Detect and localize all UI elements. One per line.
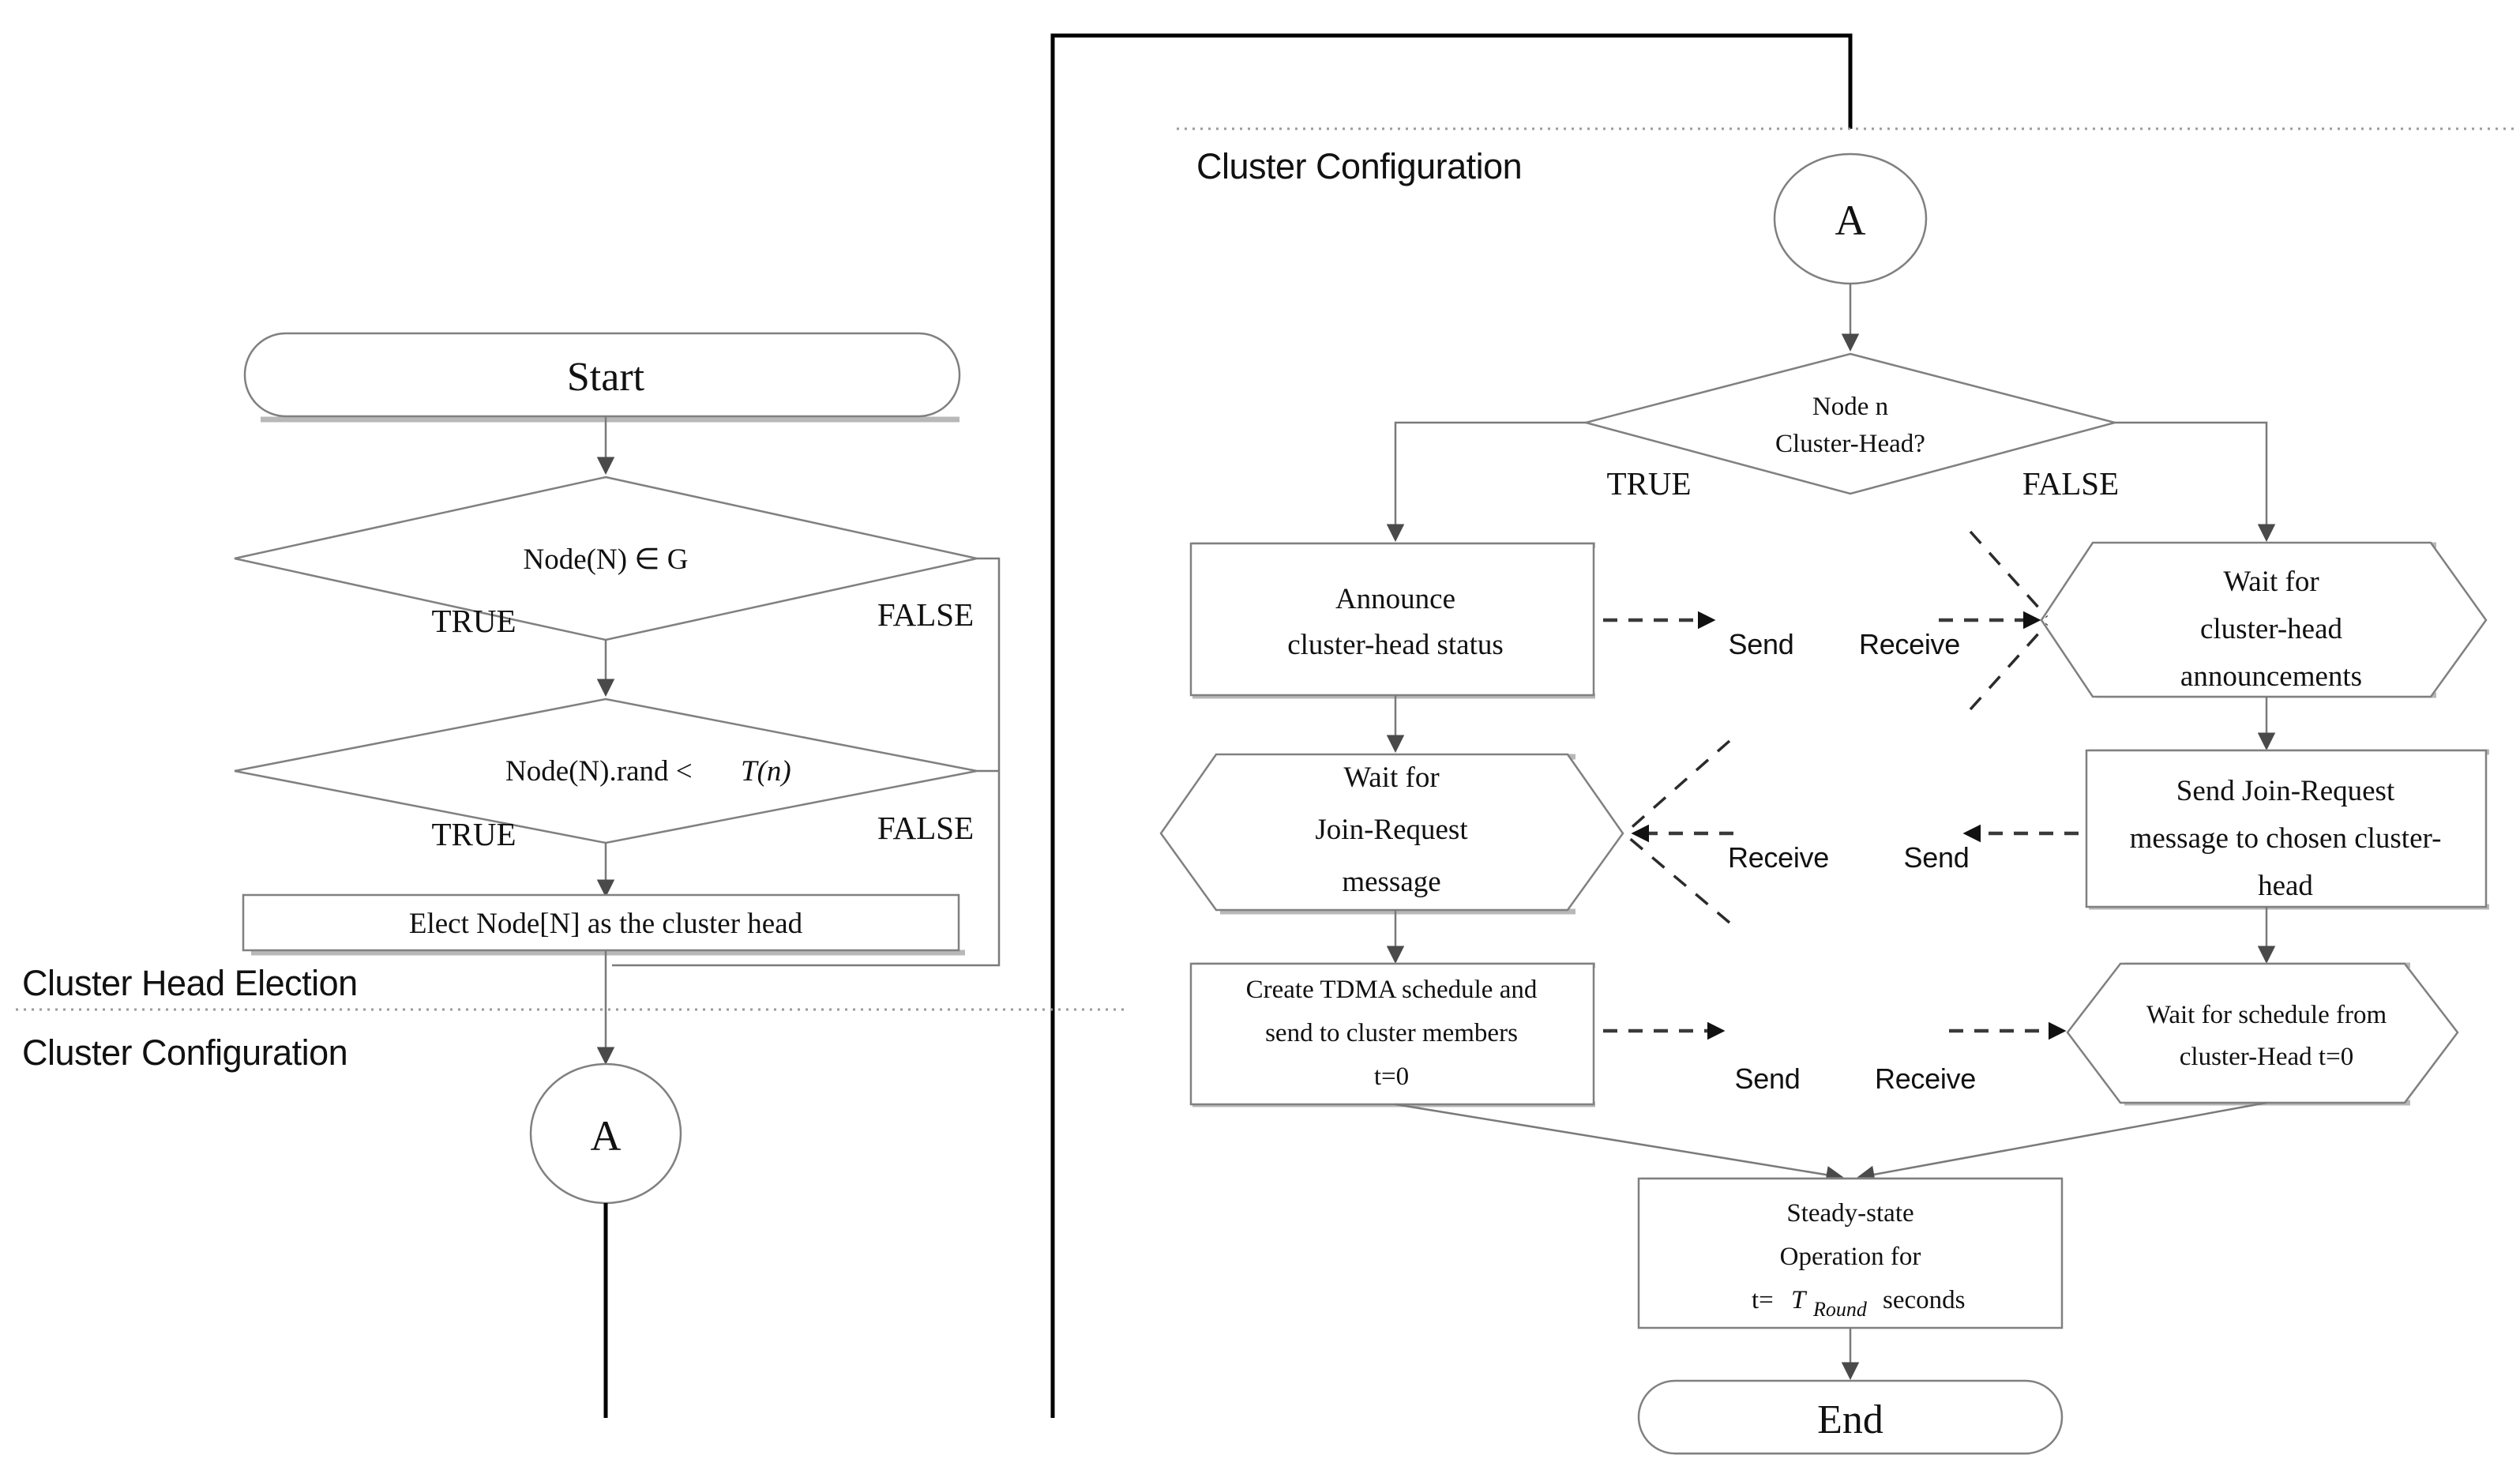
decision-cluster-head-false-label: FALSE [2022, 465, 2119, 502]
decision2-false-label: FALSE [877, 810, 974, 846]
wait-announcements-receive-label: Receive [1859, 628, 1960, 660]
wait-join-line1: Wait for [1343, 761, 1439, 794]
announce-line2: cluster-head status [1287, 629, 1504, 661]
wait-schedule-line2: cluster-Head t=0 [2180, 1043, 2353, 1071]
wait-join-receive-label: Receive [1728, 841, 1829, 874]
band-label-cluster-configuration-right: Cluster Configuration [1196, 146, 1522, 186]
decision-cluster-head-true-label: TRUE [1606, 465, 1691, 502]
steady-state-box [1637, 1177, 2064, 1329]
announce-line1: Announce [1335, 583, 1455, 615]
elect-cluster-head-box [242, 893, 965, 956]
decision2-threshold-label: T(n) [741, 755, 791, 788]
wait-schedule-hexagon [2066, 962, 2459, 1106]
wait-join-line3: message [1342, 866, 1440, 898]
branch-false-line [2115, 421, 2276, 542]
send-join-line1: Send Join-Request [2176, 775, 2395, 807]
start-label: Start [567, 355, 645, 400]
band-label-cluster-head-election: Cluster Head Election [22, 963, 358, 1003]
outer-return-path [1050, 33, 1853, 1418]
false-loop-decision1 [977, 557, 1001, 771]
send-join-line2: message to chosen cluster- [2130, 822, 2442, 855]
band-label-cluster-configuration-left: Cluster Configuration [22, 1032, 347, 1073]
join-request-receive-fan [1627, 739, 1733, 924]
tdma-line3: t=0 [1374, 1062, 1409, 1091]
branch-true-line [1386, 421, 1586, 542]
steady-state-t-symbol: T [1791, 1286, 1808, 1314]
steady-state-line3: t= T Round seconds [1752, 1286, 1965, 1321]
announcements-receive-fan [1939, 530, 2049, 711]
decision1-false-label: FALSE [877, 596, 974, 633]
decision2-true-label: TRUE [431, 816, 516, 852]
steady-state-round-subscript: Round [1812, 1298, 1868, 1321]
wait-join-request-hexagon [1159, 753, 1624, 915]
steady-state-seconds: seconds [1883, 1286, 1965, 1314]
tdma-send-label: Send [1735, 1062, 1801, 1095]
wait-join-line2: Join-Request [1315, 814, 1468, 846]
steady-state-line1: Steady-state [1786, 1199, 1913, 1228]
tdma-line1: Create TDMA schedule and [1246, 976, 1538, 1004]
elect-process-label: Elect Node[N] as the cluster head [409, 908, 803, 940]
connector-a-right-label: A [1835, 197, 1866, 244]
send-join-send-label: Send [1904, 841, 1970, 874]
end-label: End [1817, 1397, 1883, 1442]
steady-state-line2: Operation for [1780, 1243, 1921, 1271]
tdma-line2: send to cluster members [1265, 1019, 1518, 1047]
wait-announcements-line1: Wait for [2223, 566, 2319, 598]
connector-a-left-label: A [591, 1112, 622, 1160]
wait-schedule-line1: Wait for schedule from [2146, 1001, 2387, 1029]
wait-announcements-line3: announcements [2180, 660, 2362, 693]
wait-announcements-hexagon [2040, 541, 2488, 698]
end-terminator [1637, 1379, 2064, 1455]
decision1-true-label: TRUE [431, 603, 516, 639]
decision2-label: Node(N).rand < [505, 755, 693, 788]
decision-cluster-head-line1: Node n [1812, 393, 1888, 421]
send-join-line3: head [2258, 870, 2313, 902]
decision-node-is-cluster-head [1582, 352, 2119, 495]
converge-lines [1395, 1101, 2267, 1184]
wait-schedule-receive-label: Receive [1875, 1062, 1976, 1095]
announce-status-box [1189, 542, 1595, 699]
false-loop-decision2 [612, 769, 1001, 967]
start-terminator [243, 332, 961, 423]
decision-cluster-head-line2: Cluster-Head? [1775, 430, 1925, 458]
announce-send-label: Send [1729, 628, 1794, 660]
steady-state-t-equals: t= [1752, 1286, 1774, 1314]
decision1-label: Node(N) ∈ G [524, 543, 689, 576]
send-join-request-box [2085, 749, 2489, 910]
create-tdma-schedule-box [1189, 962, 1595, 1107]
wait-announcements-line2: cluster-head [2200, 613, 2343, 645]
